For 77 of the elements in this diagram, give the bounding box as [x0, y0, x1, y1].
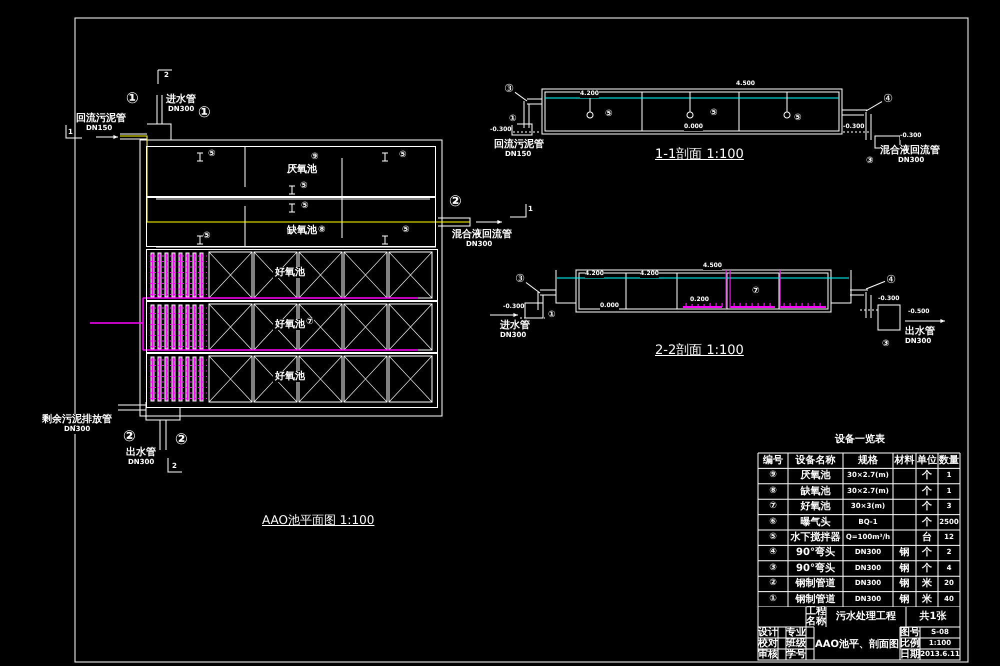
title-block-cell-text: 共1张 [918, 610, 948, 624]
callout-number: ① [509, 115, 517, 125]
leader-line [514, 92, 528, 102]
callout-number: ① [126, 90, 139, 106]
tank-compartment [146, 301, 438, 353]
table-cell-text: 个 [921, 562, 933, 576]
callout-number: ① [198, 104, 211, 120]
table-cell-text: 水下搅拌器 [789, 530, 842, 545]
pipe-label: 剩余污泥排放管 [42, 414, 112, 425]
view-title: 2-2剖面 1:100 [655, 344, 744, 358]
table-title: 设备一览表 [835, 434, 885, 445]
title-block-cell-text: 污水处理工程 [835, 610, 897, 624]
table-cell-text: 编号 [762, 454, 784, 468]
table-cell-text: 缺氧池 [799, 484, 832, 499]
table-cell-text: ⑤ [768, 531, 778, 544]
view-title: 1-1剖面 1:100 [655, 148, 744, 162]
callout-number: ② [123, 428, 136, 444]
table-cell-text: 钢 [898, 546, 910, 560]
table-cell-text: 钢 [898, 576, 910, 592]
table-cell-text: 规格 [857, 454, 879, 468]
pipe-label: 混合液回流管 [880, 145, 940, 156]
pipe-label: 混合液回流管 [452, 229, 512, 240]
table-cell-text: 个 [921, 546, 933, 560]
title-block-cell: 比例 [900, 638, 920, 649]
table-cell-text: 米 [921, 576, 933, 592]
callout-number: ③ [514, 272, 526, 284]
table-cell-text: 数量 [938, 454, 960, 468]
table-cell-text: 个 [921, 468, 933, 484]
pipe-label: 出水管 [905, 326, 935, 337]
pipe-label: 回流污泥管 [494, 139, 544, 150]
tank-label: 好氧池 [273, 267, 307, 278]
tank-label: 厌氧池 [285, 164, 319, 175]
pipe-label: 出水管 [126, 447, 156, 458]
pipe-label: 进水管 [166, 94, 196, 105]
tank-label: 好氧池 [273, 319, 307, 330]
table-cell-text: 钢 [898, 562, 910, 576]
table-cell-text: ④ [768, 546, 778, 560]
table-cell-text: ③ [768, 562, 778, 575]
table-cell-text: ⑥ [768, 516, 778, 529]
table-cell-text: 设备名称 [794, 454, 836, 468]
table-cell-text: 钢 [898, 592, 910, 607]
table-cell-text: 钢制管道 [794, 576, 836, 592]
table-cell-text: 厌氧池 [799, 468, 832, 484]
view-title: AAO池平面图 1:100 [262, 514, 374, 528]
tank-compartment [146, 353, 438, 408]
table-cell-text: ⑨ [768, 469, 778, 482]
callout-number: ② [449, 193, 462, 210]
tank-compartment [146, 249, 438, 301]
table-cell-text: 单位 [916, 454, 938, 468]
callout-number: ④ [885, 273, 897, 285]
pipe-label: 回流污泥管 [76, 113, 126, 124]
callout-number: ④ [882, 92, 894, 104]
tank-label: 好氧池 [273, 371, 307, 382]
table-cell-text: 米 [921, 592, 933, 607]
title-block-cell-text: AAO池平、剖面图 [814, 637, 900, 652]
title-block-cell: 班级 [786, 638, 806, 649]
table-cell-text: ② [768, 577, 778, 590]
table-cell-text: ⑧ [768, 484, 778, 498]
leader-line [866, 280, 886, 290]
table-cell-text: ① [768, 592, 778, 606]
table-cell-text: 台 [921, 530, 933, 545]
leader-line [866, 101, 882, 112]
table-cell-text: 钢制管道 [794, 592, 836, 606]
callout-number: ③ [503, 82, 515, 94]
table-cell-text: 个 [921, 500, 933, 514]
pipe-label: 进水管 [500, 320, 530, 331]
table-cell-text: 90°弯头 [795, 561, 836, 576]
leader-line [526, 282, 540, 294]
table-cell-text: 90°弯头 [795, 545, 836, 560]
table-cell-text: ⑦ [768, 500, 778, 514]
tank-label: 缺氧池 [285, 225, 319, 236]
table-cell-text: 个 [921, 484, 933, 499]
callout-number: ② [175, 431, 188, 448]
table-cell-text: 材料 [893, 454, 916, 468]
table-cell-text: 个 [921, 516, 933, 530]
table-cell-text: 曝气头 [800, 516, 832, 530]
table-cell-text: 好氧池 [799, 500, 832, 514]
